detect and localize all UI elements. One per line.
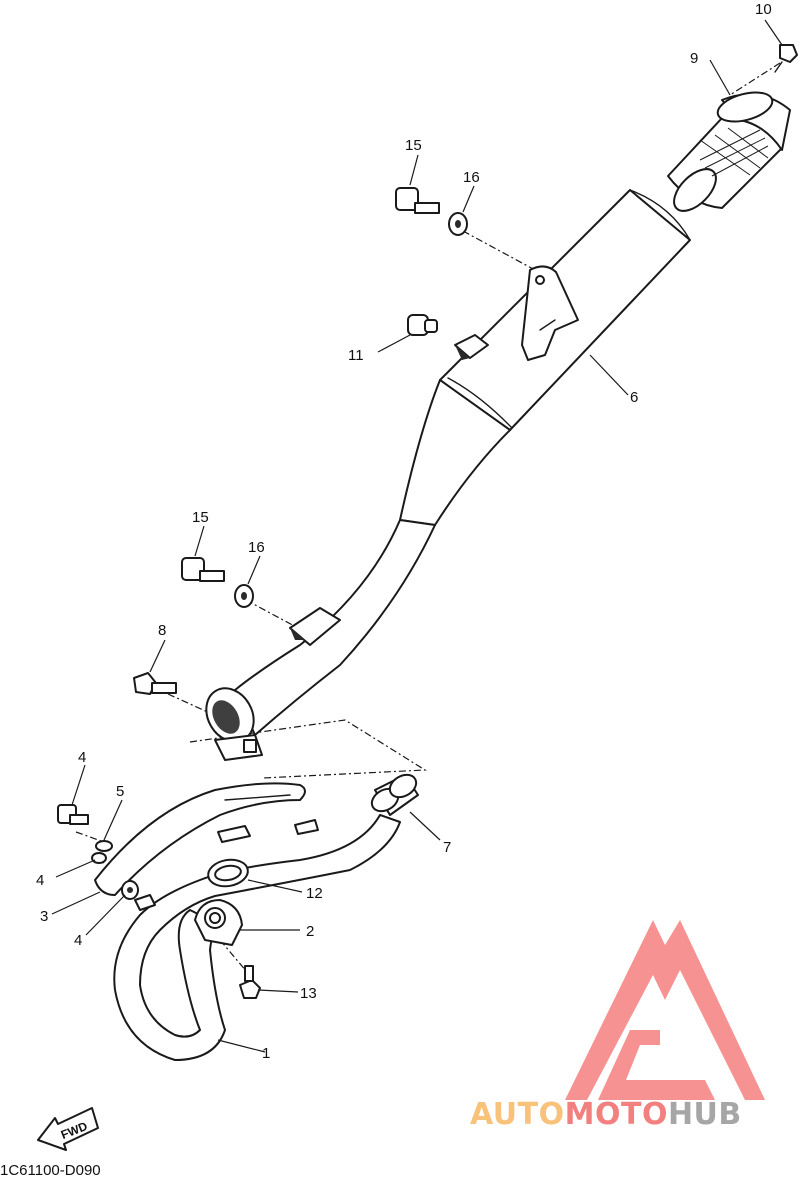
watermark-hub: HUB	[668, 1097, 742, 1132]
watermark-logo	[565, 920, 765, 1100]
callout-labels: 10 9 15 16 11 6 15 16 8 4 5 7 4 12 3 2 4…	[36, 1, 772, 1062]
spark-arrester	[667, 91, 791, 212]
bolt-part-5	[57, 804, 89, 825]
callout-12: 11	[348, 347, 364, 364]
joint-flange	[194, 899, 243, 946]
callout-14: 13	[300, 985, 317, 1002]
callout-13: 12	[306, 885, 323, 902]
bolt-part-15-upper	[395, 187, 440, 214]
callout-6: 5	[116, 783, 124, 800]
screw-part-11	[774, 44, 798, 73]
washer-part-4-lower	[121, 880, 139, 900]
bolt-part-9	[133, 672, 177, 695]
diagram-code: 1C61100-D090	[0, 1162, 101, 1178]
callout-1: 1	[262, 1045, 270, 1062]
gasket-tube	[370, 773, 419, 816]
callout-11: 10	[755, 1, 772, 18]
callout-2: 2	[306, 923, 314, 940]
watermark-moto: MOTO	[565, 1097, 668, 1132]
watermark-auto: AUTO	[470, 1097, 565, 1132]
logo-triangle	[565, 920, 765, 1100]
mount-clip	[454, 334, 489, 360]
washer-part-16-upper	[448, 212, 468, 236]
muffler-bracket	[521, 265, 579, 361]
watermark-text: AUTOMOTOHUB	[470, 1097, 742, 1132]
callout-15-lower: 15	[192, 509, 209, 526]
callout-16-lower: 16	[248, 539, 265, 556]
fwd-arrow-icon: FWD	[37, 1107, 99, 1151]
callout-4-upper: 4	[36, 872, 44, 889]
callout-10: 9	[690, 50, 698, 67]
bolt-part-14	[239, 965, 261, 999]
callout-5: 4	[78, 749, 86, 766]
grommet-part-12	[407, 314, 438, 336]
washer-part-16-lower	[234, 584, 254, 608]
callout-16-upper: 16	[463, 169, 480, 186]
washer-part-4-upper	[91, 852, 107, 864]
callout-4-lower: 4	[74, 932, 82, 949]
mid-pipe	[234, 519, 436, 736]
callout-9: 8	[158, 622, 166, 639]
callout-8: 7	[443, 839, 451, 856]
muffler	[399, 189, 691, 526]
logo-triangle-inner	[598, 1030, 715, 1100]
mesh-pattern	[699, 127, 769, 177]
leader-lines	[51, 19, 783, 1053]
callout-7: 6	[630, 389, 638, 406]
callout-3: 3	[40, 908, 48, 925]
callout-15-upper: 15	[405, 137, 422, 154]
pipe-clamp	[205, 687, 263, 761]
ring-gasket	[207, 858, 249, 888]
bolt-part-15-lower	[181, 557, 225, 582]
washer-part-6	[95, 840, 113, 852]
